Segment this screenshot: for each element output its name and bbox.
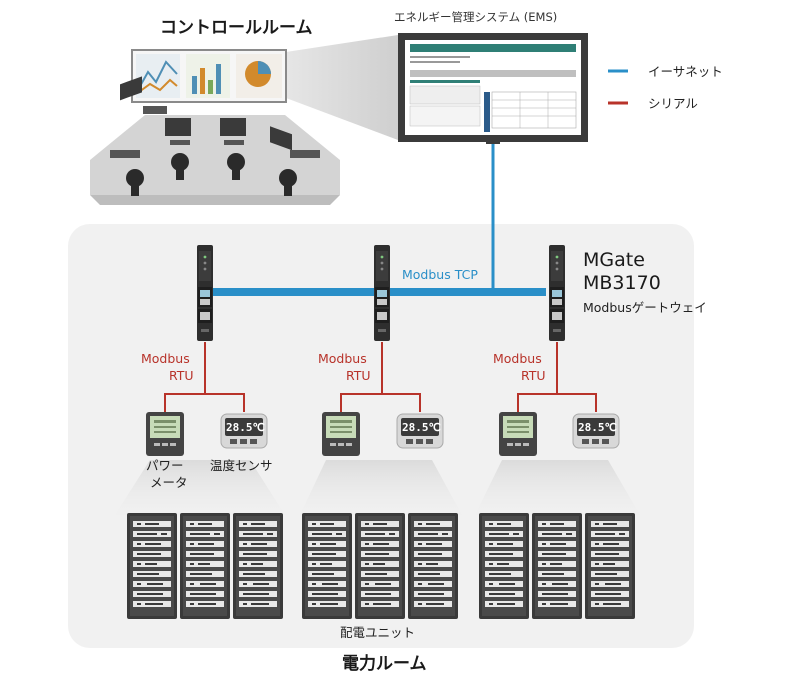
power-room-title: 電力ルーム (342, 653, 427, 674)
temp-display-left: 28.5℃ (226, 421, 265, 434)
distribution-label: 配電ユニット (340, 625, 415, 640)
gateway-description: Modbusゲートウェイ (583, 300, 707, 315)
serial-label-center-1: Modbus (318, 351, 367, 366)
gateway-center (374, 245, 390, 341)
gateway-left (197, 245, 213, 341)
gateway-model-line1: MGate (583, 249, 645, 271)
ems-projection-beam (286, 35, 398, 140)
rack-group-left (127, 513, 283, 619)
beam-right (475, 460, 640, 515)
beam-left (115, 460, 285, 515)
gateway-model-line2: MB3170 (583, 272, 661, 294)
network-protocol-label: Modbus TCP (402, 267, 478, 282)
temp-sensor-label: 温度センサ (210, 458, 273, 473)
control-room-title: コントロールルーム (160, 18, 313, 38)
serial-label-left-1: Modbus (141, 351, 190, 366)
serial-label-right-1: Modbus (493, 351, 542, 366)
serial-label-right-2: RTU (521, 368, 546, 383)
serial-label-left-2: RTU (169, 368, 194, 383)
rack-group-center (302, 513, 458, 619)
serial-links (164, 342, 597, 412)
rack-group-right (479, 513, 635, 619)
beam-center (300, 460, 462, 515)
power-meter-left (146, 412, 184, 456)
power-meter-label-2: メータ (150, 475, 188, 490)
control-room-illustration (90, 49, 340, 205)
serial-label-center-2: RTU (346, 368, 371, 383)
power-meter-right (499, 412, 537, 456)
ems-monitor (398, 33, 588, 144)
ems-title: エネルギー管理システム (EMS) (394, 10, 557, 24)
temp-display-right: 28.5℃ (578, 421, 617, 434)
legend-serial-label: シリアル (648, 96, 698, 111)
temp-display-center: 28.5℃ (402, 421, 441, 434)
power-meter-center (322, 412, 360, 456)
legend-ethernet-label: イーサネット (648, 64, 723, 79)
gateway-right (549, 245, 565, 341)
power-meter-label-1: パワー (146, 458, 184, 473)
